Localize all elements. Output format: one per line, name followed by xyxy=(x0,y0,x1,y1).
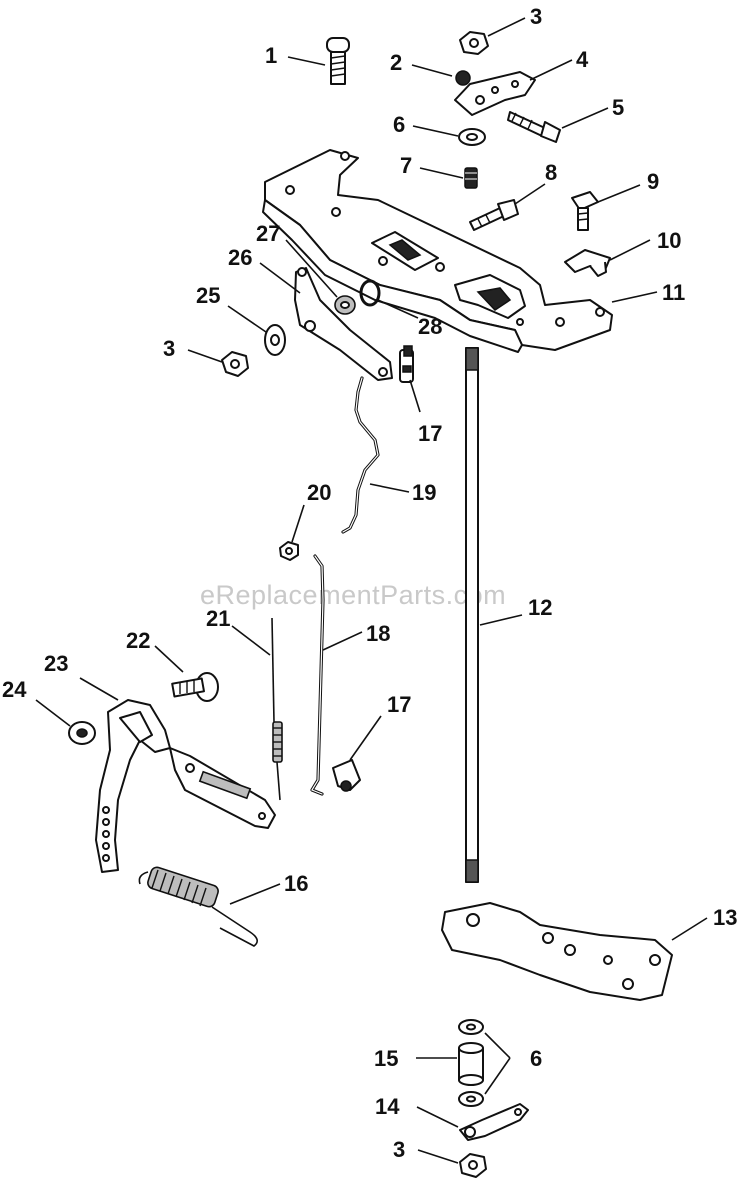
callout-16: 16 xyxy=(284,871,308,896)
swivel-upper xyxy=(399,345,414,383)
spacer-15 xyxy=(458,1042,484,1086)
control-shaft-12 xyxy=(465,347,479,883)
lever-14 xyxy=(459,1103,529,1141)
callout-8: 8 xyxy=(545,160,557,185)
callout-25: 25 xyxy=(196,283,220,308)
choke-rod-18 xyxy=(310,554,325,796)
callout-3-top: 3 xyxy=(530,4,542,29)
bolt-8 xyxy=(469,199,519,231)
mounting-plate-13 xyxy=(441,902,673,1001)
nut-top xyxy=(459,31,489,55)
nut-20 xyxy=(279,541,299,561)
clip-10 xyxy=(564,249,611,277)
callout-13: 13 xyxy=(713,905,737,930)
callout-17-upper: 17 xyxy=(418,421,442,446)
callout-2: 2 xyxy=(390,50,402,75)
o-ring-28 xyxy=(359,279,381,307)
callout-22: 22 xyxy=(126,628,150,653)
callout-19: 19 xyxy=(412,480,436,505)
pin-7 xyxy=(464,167,478,189)
washer-top xyxy=(458,128,486,146)
control-lever-23 xyxy=(95,699,276,873)
callout-15: 15 xyxy=(374,1046,398,1071)
nut-24 xyxy=(68,721,96,745)
callout-7: 7 xyxy=(400,153,412,178)
governor-link-19 xyxy=(341,376,380,534)
washer-bottom-lower xyxy=(458,1091,484,1107)
callout-10: 10 xyxy=(657,228,681,253)
spring-16 xyxy=(138,866,258,947)
bolt-5 xyxy=(507,111,561,143)
callout-17-lower: 17 xyxy=(387,692,411,717)
screw-1 xyxy=(326,37,350,85)
callout-21: 21 xyxy=(206,606,230,631)
callout-12: 12 xyxy=(528,595,552,620)
nut-bottom xyxy=(459,1153,487,1178)
callout-27: 27 xyxy=(256,221,280,246)
governor-lever-26 xyxy=(294,267,393,381)
throttle-lever-4 xyxy=(454,71,536,116)
grommet-2 xyxy=(455,70,471,86)
washer-bottom-upper xyxy=(458,1019,484,1035)
bolt-22 xyxy=(171,672,219,702)
main-control-bracket xyxy=(262,149,613,353)
callout-9: 9 xyxy=(647,169,659,194)
callout-24: 24 xyxy=(2,677,27,702)
callout-28: 28 xyxy=(418,314,442,339)
callout-20: 20 xyxy=(307,480,331,505)
callout-11: 11 xyxy=(662,280,685,305)
spring-link-21 xyxy=(271,617,283,801)
callout-6-bottom: 6 xyxy=(530,1046,542,1071)
callout-26: 26 xyxy=(228,245,252,270)
nut-left xyxy=(221,351,249,377)
screw-9 xyxy=(571,191,599,231)
washer-25 xyxy=(264,324,286,356)
callout-1: 1 xyxy=(265,43,277,68)
callout-14: 14 xyxy=(375,1094,400,1119)
callout-5: 5 xyxy=(612,95,624,120)
callout-18: 18 xyxy=(366,621,390,646)
callout-4: 4 xyxy=(576,47,589,72)
swivel-lower xyxy=(332,759,361,792)
watermark-text: eReplacementParts.com xyxy=(200,580,506,610)
bushing-27 xyxy=(334,295,356,315)
callout-23: 23 xyxy=(44,651,68,676)
callout-3-left: 3 xyxy=(163,336,175,361)
callout-3-bottom: 3 xyxy=(393,1137,405,1162)
leader-lines xyxy=(35,17,708,1164)
callout-6-top: 6 xyxy=(393,112,405,137)
